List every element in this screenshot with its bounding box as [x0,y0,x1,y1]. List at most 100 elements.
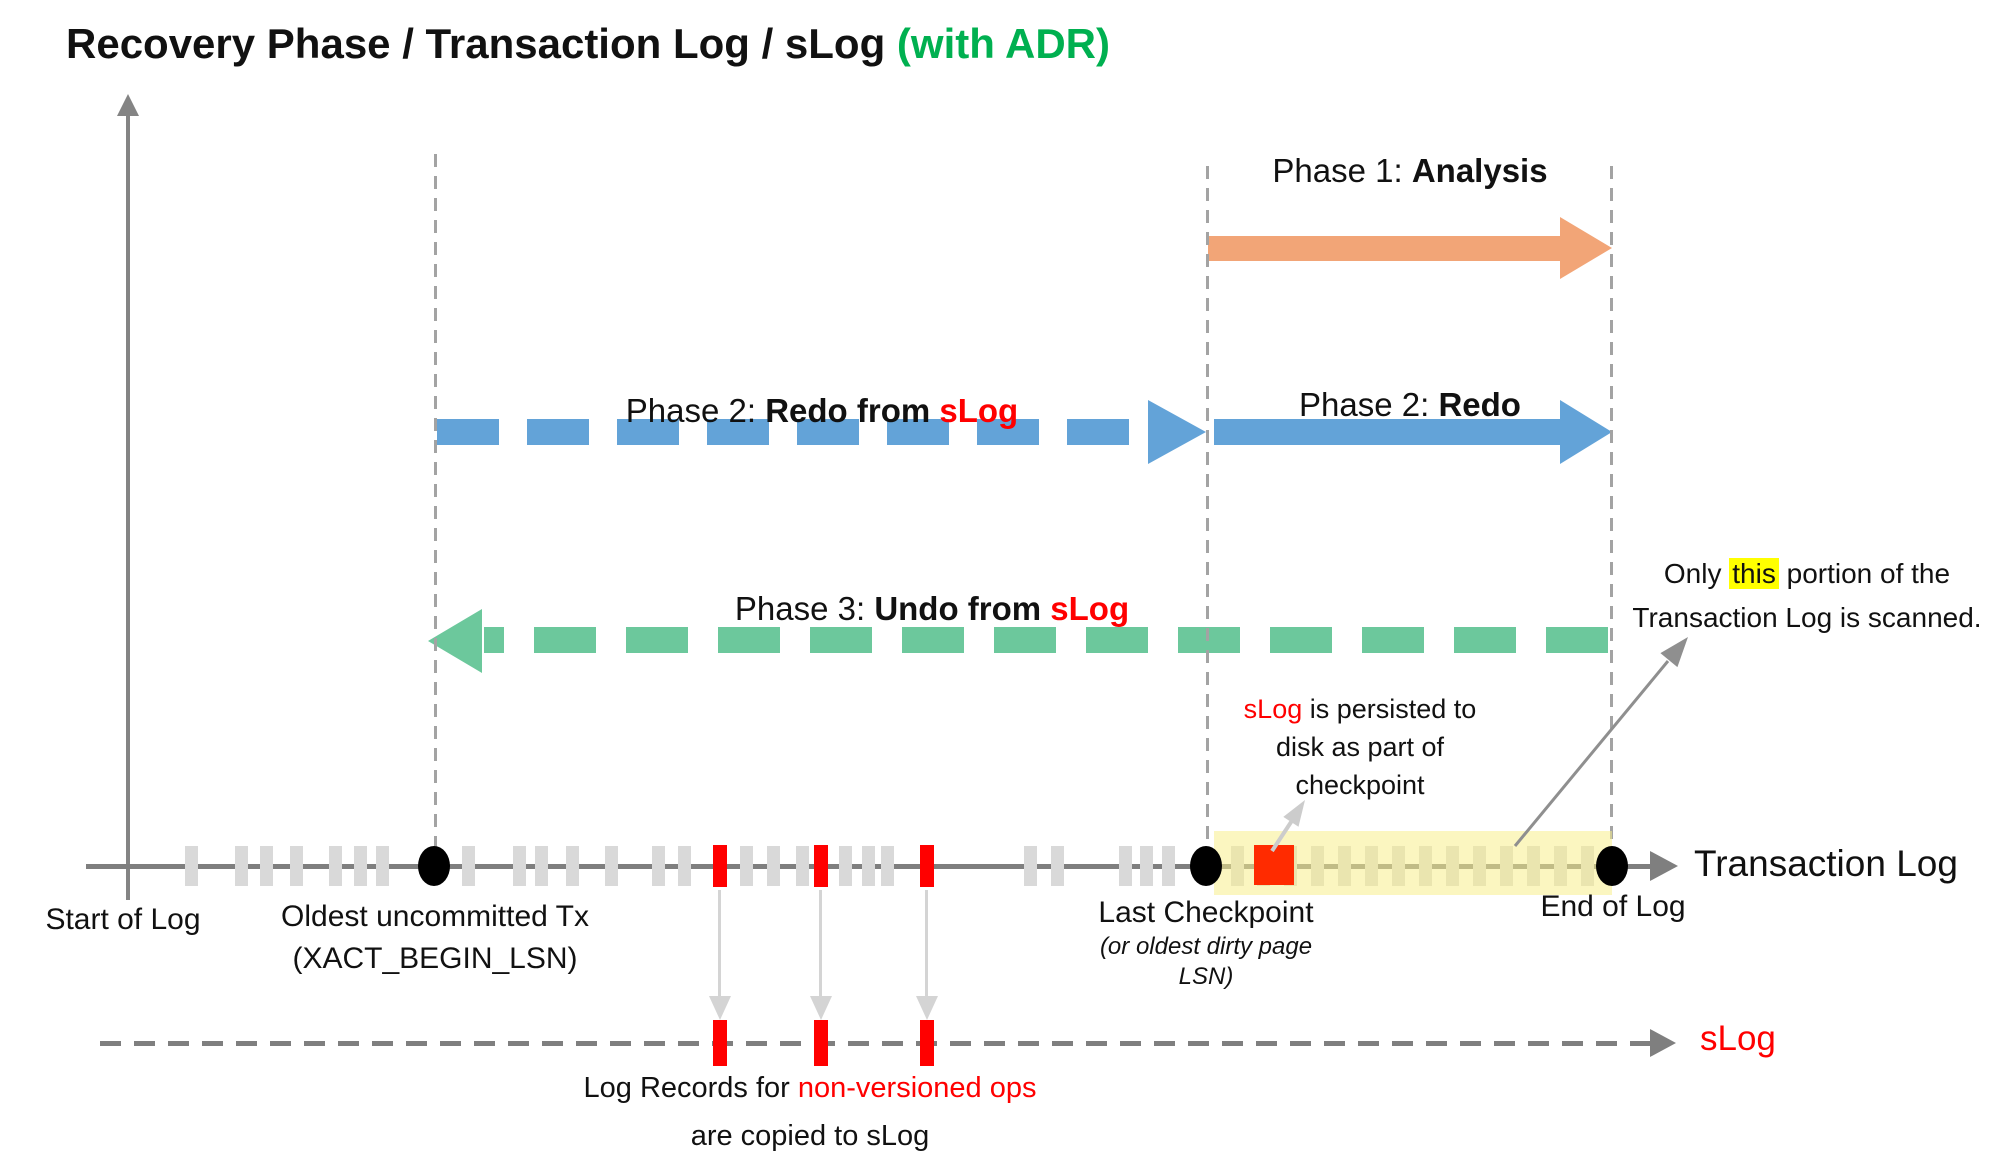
log-record-tick [839,846,852,886]
log-record-tick [767,846,780,886]
scan-after: portion of the [1778,558,1951,589]
slog-record-tick [814,1020,828,1066]
slog-arrowhead-icon [1650,1029,1676,1057]
log-record-tick [652,846,665,886]
log-record-tick [535,846,548,886]
copy-to-slog-arrow [718,890,721,996]
log-record-tick [329,846,342,886]
copy-black: Log Records for [583,1072,798,1104]
phase2-slog-accent: sLog [939,392,1019,429]
log-record-tick [185,846,198,886]
checkpoint-line2: (or oldest dirty page [1099,933,1313,960]
phase1-label: Phase 1: Analysis [1208,152,1612,190]
log-record-tick [862,846,875,886]
slog-record-tick [713,1020,727,1066]
persisted-slog-marker [1254,845,1294,885]
oldest-line1: Oldest uncommitted Tx [281,900,589,933]
end-of-log-dot [1596,846,1628,886]
scan-before: Only [1663,558,1730,589]
title-main: Recovery Phase / Transaction Log / sLog [66,20,897,67]
copy-red: non-versioned ops [797,1072,1037,1104]
phase1-arrowhead-icon [1560,217,1612,279]
log-record-tick [740,846,753,886]
scan-highlight: this [1729,558,1779,589]
copy-to-slog-arrow [819,890,822,996]
log-record-tick [1119,846,1132,886]
oldest-uncommitted-tx-dot [418,846,450,886]
phase1-name: Analysis [1411,152,1548,189]
phase3-label: Phase 3: Undo from sLog [532,590,1332,628]
phase2-arrow [1214,419,1560,445]
phase1-arrow [1208,236,1560,261]
phase2-slog-label: Phase 2: Redo from sLog [437,392,1207,430]
phase2-slog-arrowhead-icon [1148,400,1206,464]
y-axis [126,112,130,900]
guide-end-of-log [1610,166,1613,866]
persist-rest: is persisted to [1302,694,1477,724]
slog-record-tick [920,1020,934,1066]
log-record-tick [376,846,389,886]
persist-note: sLog is persisted to disk as part of che… [1160,690,1560,804]
phase2-name: Redo [1438,386,1521,423]
log-record-tick [513,846,526,886]
slog-label: sLog [1700,1019,1776,1058]
log-record-tick [260,846,273,886]
log-record-tick [881,846,894,886]
phase2-prefix: Phase 2: [1299,386,1439,423]
page-title: Recovery Phase / Transaction Log / sLog … [66,20,1110,68]
log-record-tick [290,846,303,886]
guide-oldest-uncommitted-tx [434,154,437,866]
persist-accent: sLog [1243,694,1303,724]
scan-note-line1: Only this portion of the [1617,552,1997,596]
persist-note-line3: checkpoint [1295,770,1425,800]
checkpoint-line3: LSN) [1178,963,1234,990]
scan-note: Only this portion of the Transaction Log… [1617,552,1997,640]
end-of-log-label: End of Log [1540,890,1686,923]
phase3-arrow [484,627,1608,653]
phase3-name: Undo from [874,590,1051,627]
phase2-arrowhead-icon [1560,400,1612,464]
transaction-log-arrowhead-icon [1650,851,1678,881]
log-record-tick [605,846,618,886]
phase3-accent: sLog [1050,590,1130,627]
non-versioned-op-tick [920,845,934,887]
log-record-tick [462,846,475,886]
persist-note-line1: sLog is persisted to [1160,690,1560,728]
scan-note-line2: Transaction Log is scanned. [1632,602,1982,633]
slog-axis [100,1041,1652,1046]
oldest-uncommitted-tx-label: Oldest uncommitted Tx (XACT_BEGIN_LSN) [235,896,635,980]
log-record-tick [1140,846,1153,886]
last-checkpoint-dot [1190,846,1222,886]
copy-note-line2: are copied to sLog [690,1120,930,1152]
log-record-tick [1162,846,1175,886]
log-record-tick [1024,846,1037,886]
copy-to-slog-arrowhead-icon [810,996,832,1020]
phase3-arrowhead-icon [428,609,482,673]
non-versioned-op-tick [713,845,727,887]
start-of-log-label: Start of Log [45,903,201,936]
copy-to-slog-arrowhead-icon [709,996,731,1020]
log-record-tick [566,846,579,886]
copy-to-slog-arrowhead-icon [916,996,938,1020]
oldest-line2: (XACT_BEGIN_LSN) [292,942,578,975]
last-checkpoint-label: Last Checkpoint (or oldest dirty page LS… [1046,894,1366,992]
guide-last-checkpoint [1206,166,1209,866]
title-adr: (with ADR) [896,20,1110,67]
phase1-prefix: Phase 1: [1272,152,1412,189]
copy-note: Log Records for non-versioned ops are co… [510,1064,1110,1152]
log-record-tick [354,846,367,886]
phase2-label: Phase 2: Redo [1208,386,1612,424]
persist-note-line2: disk as part of [1275,732,1445,762]
log-record-tick [678,846,691,886]
y-axis-arrowhead-icon [117,94,139,116]
non-versioned-op-tick [814,845,828,887]
phase2-slog-name: Redo from [765,392,940,429]
log-record-tick [796,846,809,886]
copy-note-line1: Log Records for non-versioned ops [510,1064,1110,1112]
phase2-slog-prefix: Phase 2: [625,392,766,429]
copy-to-slog-arrow [925,890,928,996]
log-record-tick [1051,846,1064,886]
log-record-tick [235,846,248,886]
phase2-slog-arrow [437,419,1140,445]
